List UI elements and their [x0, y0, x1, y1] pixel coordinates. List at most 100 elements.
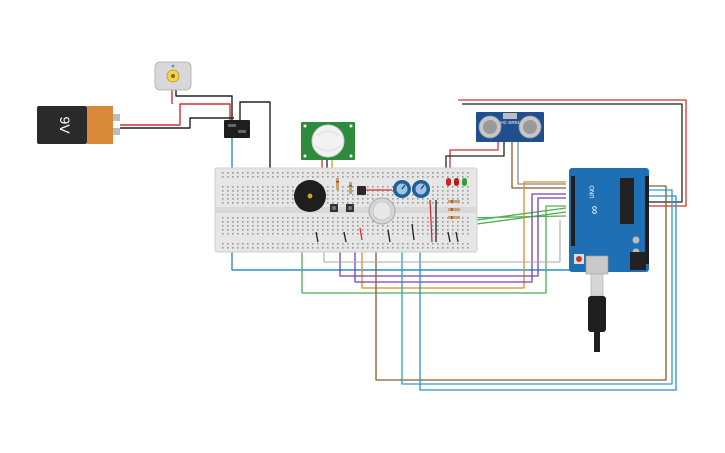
potentiometer-2[interactable]	[412, 180, 430, 198]
breadboard-hole	[412, 221, 414, 223]
breadboard-hole	[327, 176, 329, 178]
wire-orange[interactable]	[361, 181, 566, 289]
breadboard-hole	[417, 233, 419, 235]
wire-us-black[interactable]	[462, 103, 683, 203]
battery-9v[interactable]: 9V	[37, 106, 120, 144]
led-red[interactable]	[446, 178, 451, 186]
breadboard-hole	[272, 176, 274, 178]
wire-us-brown[interactable]	[511, 142, 566, 189]
breadboard-hole	[252, 172, 254, 174]
breadboard-hole	[467, 217, 469, 219]
breadboard-hole	[437, 190, 439, 192]
breadboard-hole	[457, 190, 459, 192]
wire-motor-black[interactable]	[175, 88, 233, 122]
arduino-logo: ∞	[587, 206, 601, 215]
breadboard-hole	[442, 194, 444, 196]
breadboard-hole	[247, 172, 249, 174]
breadboard-hole	[457, 176, 459, 178]
breadboard-hole	[332, 190, 334, 192]
breadboard-hole	[232, 198, 234, 200]
relay-module[interactable]	[224, 120, 250, 138]
breadboard-hole	[367, 194, 369, 196]
wire-green-long[interactable]	[301, 205, 566, 294]
wire-blue-long[interactable]	[419, 195, 677, 391]
breadboard-hole	[297, 221, 299, 223]
breadboard-hole	[412, 243, 414, 245]
breadboard-hole	[452, 247, 454, 249]
wire-green-1[interactable]	[461, 211, 567, 227]
breadboard-hole	[462, 217, 464, 219]
potentiometer-1[interactable]	[393, 180, 411, 198]
breadboard-hole	[452, 229, 454, 231]
breadboard-hole	[222, 190, 224, 192]
ultrasonic-sensor[interactable]: HC-SR04	[476, 112, 544, 142]
breadboard-hole	[237, 221, 239, 223]
led-red-2[interactable]	[454, 178, 459, 186]
breadboard-hole	[322, 243, 324, 245]
gas-sensor[interactable]	[368, 197, 396, 225]
breadboard-hole	[227, 225, 229, 227]
breadboard-hole	[292, 176, 294, 178]
breadboard-hole	[267, 243, 269, 245]
breadboard-hole	[312, 247, 314, 249]
breadboard-hole	[377, 247, 379, 249]
breadboard-hole	[267, 221, 269, 223]
wire-brown-long[interactable]	[375, 185, 667, 381]
breadboard-hole	[387, 172, 389, 174]
breadboard-hole	[232, 190, 234, 192]
resistors[interactable]	[336, 178, 460, 219]
breadboard-hole	[367, 225, 369, 227]
breadboard-hole	[402, 233, 404, 235]
breadboard-hole	[267, 225, 269, 227]
breadboard-hole	[442, 176, 444, 178]
breadboard-hole	[252, 229, 254, 231]
breadboard-hole	[312, 176, 314, 178]
breadboard-hole	[387, 247, 389, 249]
breadboard-hole	[222, 198, 224, 200]
breadboard-hole	[257, 217, 259, 219]
wire-battery-red[interactable]	[120, 103, 231, 126]
pir-sensor[interactable]	[301, 122, 355, 160]
usb-cable[interactable]	[588, 273, 606, 352]
wire-battery-black[interactable]	[120, 117, 234, 129]
breadboard-hole	[357, 225, 359, 227]
breadboard-hole	[442, 190, 444, 192]
breadboard-hole	[342, 176, 344, 178]
photoresistor[interactable]	[357, 186, 392, 195]
arduino-uno[interactable]: ∞ UNO	[569, 168, 649, 275]
breadboard-hole	[397, 247, 399, 249]
breadboard-hole	[392, 176, 394, 178]
piezo-buzzer[interactable]	[294, 180, 326, 212]
breadboard-hole	[357, 233, 359, 235]
wire-purple-2[interactable]	[354, 193, 566, 283]
breadboard-hole	[377, 194, 379, 196]
wire-green-3[interactable]	[461, 215, 567, 219]
wire-us-red2[interactable]	[449, 142, 499, 180]
led-green[interactable]	[462, 178, 467, 186]
breadboard-hole	[332, 233, 334, 235]
breadboard-hole	[332, 198, 334, 200]
breadboard-hole	[437, 217, 439, 219]
breadboard-hole	[407, 221, 409, 223]
wire-teal-long[interactable]	[401, 189, 673, 385]
breadboard-hole	[342, 194, 344, 196]
wire-green-2[interactable]	[461, 207, 567, 223]
breadboard-hole	[307, 217, 309, 219]
breadboard-hole	[347, 221, 349, 223]
wire-us-gray[interactable]	[517, 142, 566, 185]
breadboard-hole	[287, 229, 289, 231]
breadboard-hole	[407, 202, 409, 204]
breadboard-hole	[442, 172, 444, 174]
breadboard-hole	[287, 186, 289, 188]
breadboard-hole	[302, 243, 304, 245]
wire-purple-1[interactable]	[339, 197, 566, 277]
wire-relay-black[interactable]	[239, 101, 271, 172]
dc-motor[interactable]	[154, 61, 192, 91]
pushbuttons[interactable]	[330, 204, 354, 212]
wire-us-red[interactable]	[458, 99, 687, 207]
breadboard-hole	[467, 243, 469, 245]
breadboard-hole	[327, 243, 329, 245]
breadboard-hole	[457, 198, 459, 200]
breadboard-hole	[422, 172, 424, 174]
breadboard-hole	[347, 194, 349, 196]
